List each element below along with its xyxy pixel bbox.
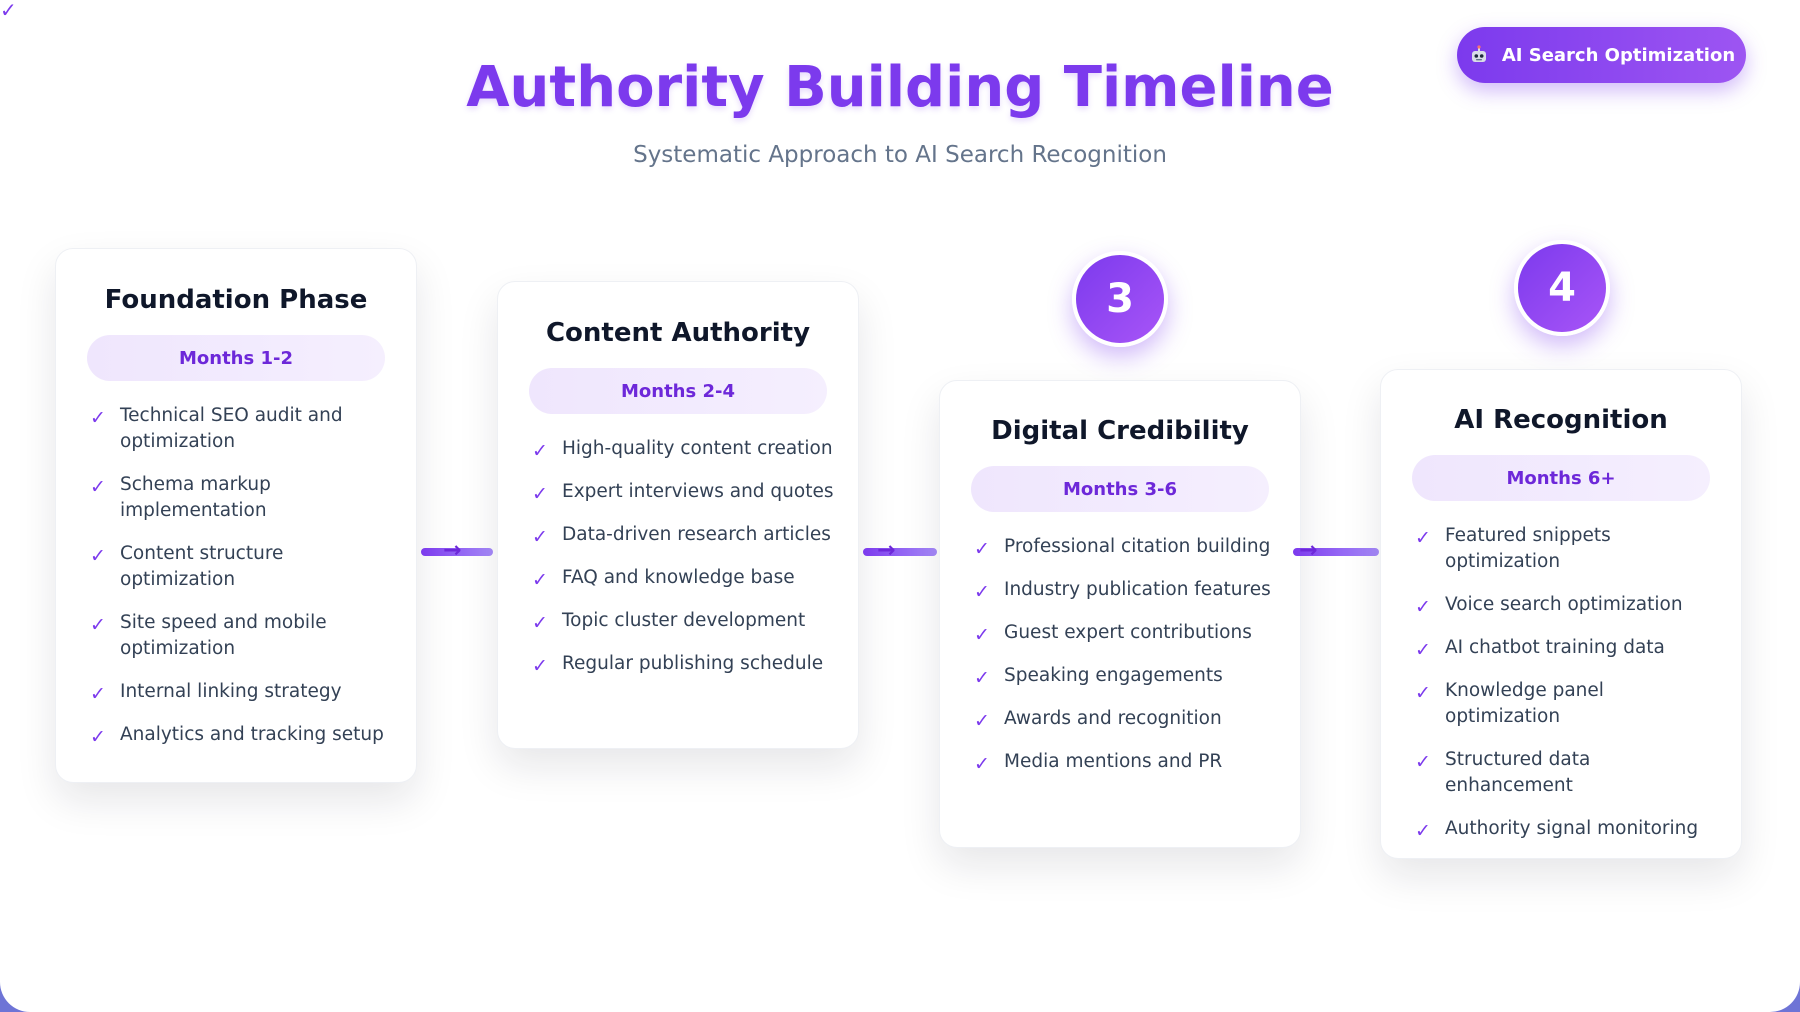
list-item: ✓Authority signal monitoring xyxy=(1415,818,1699,842)
list-item: ✓Regular publishing schedule xyxy=(532,653,824,677)
arrow-right-icon: → xyxy=(443,538,462,563)
phase-card-digital-credibility: Digital Credibility Months 3-6 ✓Professi… xyxy=(939,380,1301,848)
check-icon: ✓ xyxy=(1415,751,1431,773)
list-item: ✓Internal linking strategy xyxy=(90,681,342,705)
check-icon: ✓ xyxy=(974,667,990,689)
list-item: ✓Speaking engagements xyxy=(974,665,1223,689)
check-icon: ✓ xyxy=(532,440,548,462)
phase-period-pill: Months 2-4 xyxy=(529,368,827,414)
list-item: ✓Media mentions and PR xyxy=(974,751,1223,775)
check-icon: ✓ xyxy=(532,483,548,505)
list-item: ✓High-quality content creation xyxy=(532,438,833,462)
phase-number-4: 4 xyxy=(1514,240,1610,336)
badge-label: AI Search Optimization xyxy=(1501,44,1736,66)
check-icon: ✓ xyxy=(532,655,548,677)
list-item: ✓Structured data enhancement xyxy=(1415,749,1591,796)
phase-item-list: ✓Featured snippets optimization ✓Voice s… xyxy=(1381,523,1741,842)
phase-title: Foundation Phase xyxy=(104,285,368,315)
phase-card-foundation: Foundation Phase Months 1-2 ✓Technical S… xyxy=(55,248,417,783)
check-icon: ✓ xyxy=(974,753,990,775)
check-icon: ✓ xyxy=(1415,596,1431,618)
check-icon: ✓ xyxy=(1415,682,1431,704)
list-item: ✓FAQ and knowledge base xyxy=(532,567,795,591)
phase-period-pill: Months 3-6 xyxy=(971,466,1269,512)
robot-icon xyxy=(1468,44,1490,66)
list-item: ✓Content structure optimization xyxy=(90,543,284,590)
phase-title: AI Recognition xyxy=(1454,405,1668,435)
check-icon: ✓ xyxy=(90,726,106,748)
phase-card-ai-recognition: AI Recognition Months 6+ ✓Featured snipp… xyxy=(1380,369,1742,859)
list-item: ✓Analytics and tracking setup xyxy=(90,724,384,748)
list-item: ✓Professional citation building xyxy=(974,536,1271,560)
phase-item-list: ✓High-quality content creation ✓Expert i… xyxy=(498,436,858,677)
list-item: ✓Topic cluster development xyxy=(532,610,806,634)
list-item: ✓Expert interviews and quotes xyxy=(532,481,834,505)
check-icon: ✓ xyxy=(532,612,548,634)
list-item: ✓Site speed and mobile optimization xyxy=(90,612,327,659)
check-icon: ✓ xyxy=(90,545,106,567)
list-item: ✓Guest expert contributions xyxy=(974,622,1252,646)
check-icon: ✓ xyxy=(974,710,990,732)
list-item: ✓Knowledge panel optimization xyxy=(1415,680,1604,727)
page-subtitle: Systematic Approach to AI Search Recogni… xyxy=(633,142,1167,168)
list-item: ✓Technical SEO audit and optimization xyxy=(90,405,343,452)
check-icon: ✓ xyxy=(1415,527,1431,549)
check-icon: ✓ xyxy=(90,683,106,705)
list-item: ✓AI chatbot training data xyxy=(1415,637,1665,661)
check-icon: ✓ xyxy=(90,407,106,429)
list-item: ✓Industry publication features xyxy=(974,579,1271,603)
phase-period-pill: Months 1-2 xyxy=(87,335,385,381)
phase-period-pill: Months 6+ xyxy=(1412,455,1710,501)
ai-search-optimization-badge: AI Search Optimization xyxy=(1457,27,1746,83)
check-icon: ✓ xyxy=(974,538,990,560)
arrow-right-icon: → xyxy=(1299,538,1318,563)
phase-title: Digital Credibility xyxy=(991,416,1249,446)
timeline-connector-1: → xyxy=(421,539,493,563)
phase-card-content-authority: Content Authority Months 2-4 ✓High-quali… xyxy=(497,281,859,749)
page-title: Authority Building Timeline xyxy=(466,55,1334,120)
arrow-right-icon: → xyxy=(877,538,896,563)
list-item: ✓Data-driven research articles xyxy=(532,524,831,548)
check-icon: ✓ xyxy=(532,526,548,548)
list-item: ✓Awards and recognition xyxy=(974,708,1222,732)
phase-item-list: ✓Professional citation building ✓Industr… xyxy=(940,534,1300,775)
check-icon: ✓ xyxy=(1415,820,1431,842)
timeline-connector-2: → xyxy=(863,539,937,563)
check-icon: ✓ xyxy=(974,581,990,603)
phase-title: Content Authority xyxy=(545,318,811,348)
check-icon: ✓ xyxy=(90,614,106,636)
check-icon: ✓ xyxy=(974,624,990,646)
phase-number-3: 3 xyxy=(1072,251,1168,347)
list-item: ✓Featured snippets optimization xyxy=(1415,525,1611,572)
corner-check-icon: ✓ xyxy=(0,0,17,22)
check-icon: ✓ xyxy=(1415,639,1431,661)
list-item: ✓Schema markup implementation xyxy=(90,474,271,521)
list-item: ✓Voice search optimization xyxy=(1415,594,1683,618)
phase-item-list: ✓Technical SEO audit and optimization ✓S… xyxy=(56,403,416,748)
check-icon: ✓ xyxy=(532,569,548,591)
timeline-connector-3: → xyxy=(1293,539,1379,563)
check-icon: ✓ xyxy=(90,476,106,498)
